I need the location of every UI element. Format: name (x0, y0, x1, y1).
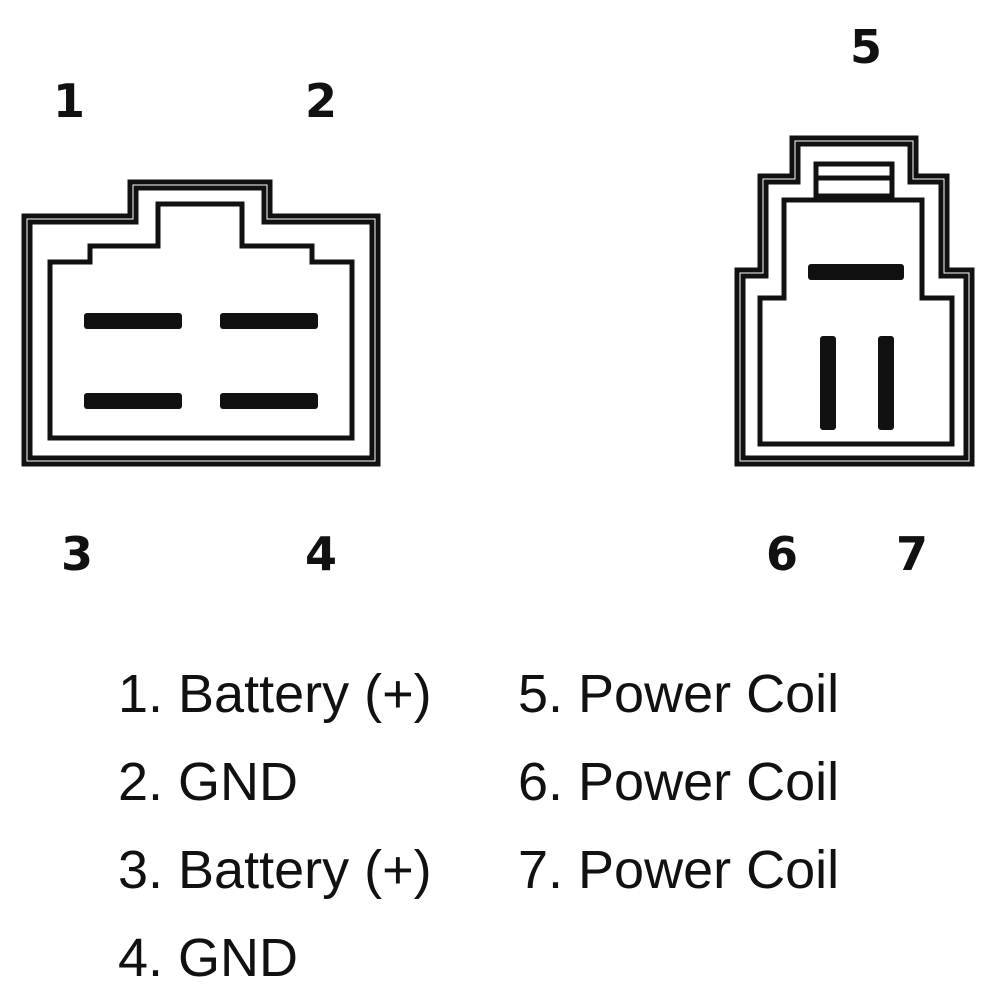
terminal-pin-4 (220, 393, 318, 409)
terminal-pin-7 (878, 336, 894, 430)
terminal-pin-2 (220, 313, 318, 329)
legend-item-pin-5: 5. Power Coil (518, 664, 840, 724)
connector-b-inner-shell (757, 197, 955, 447)
connector-b-middle-shell (740, 141, 969, 461)
pin-number-5: 5 (850, 20, 882, 74)
terminal-pin-6 (820, 336, 836, 430)
legend-left: 1. Battery (+) 2. GND 3. Battery (+) 4. … (118, 664, 432, 1000)
terminal-pin-3 (84, 393, 182, 409)
legend-item-pin-6: 6. Power Coil (518, 752, 840, 812)
pin-number-4: 4 (305, 527, 337, 581)
connector-a-inner-shell (47, 201, 355, 441)
pin-number-3: 3 (61, 527, 93, 581)
legend-item-pin-2: 2. GND (118, 752, 299, 812)
legend-item-pin-7: 7. Power Coil (518, 840, 840, 900)
terminal-pin-5 (808, 264, 904, 280)
connector-b (734, 135, 975, 467)
legend-item-pin-1: 1. Battery (+) (118, 664, 432, 724)
legend-item-pin-3: 3. Battery (+) (118, 840, 432, 900)
connector-a (21, 179, 381, 467)
pin-number-7: 7 (896, 527, 928, 581)
terminal-pin-1 (84, 313, 182, 329)
connector-a-terminals (84, 313, 318, 409)
connector-b-terminals (808, 264, 904, 430)
connector-a-middle-shell (27, 185, 375, 461)
legend-item-pin-4: 4. GND (118, 928, 299, 988)
legend-right: 5. Power Coil 6. Power Coil 7. Power Coi… (518, 664, 839, 928)
connector-a-outer-shell (21, 179, 381, 467)
pin-numbers: 1 2 3 4 5 6 7 (53, 20, 928, 581)
pin-number-1: 1 (53, 74, 85, 128)
connector-b-outer-shell (734, 135, 975, 467)
pin-number-2: 2 (305, 74, 337, 128)
pin-number-6: 6 (766, 527, 798, 581)
